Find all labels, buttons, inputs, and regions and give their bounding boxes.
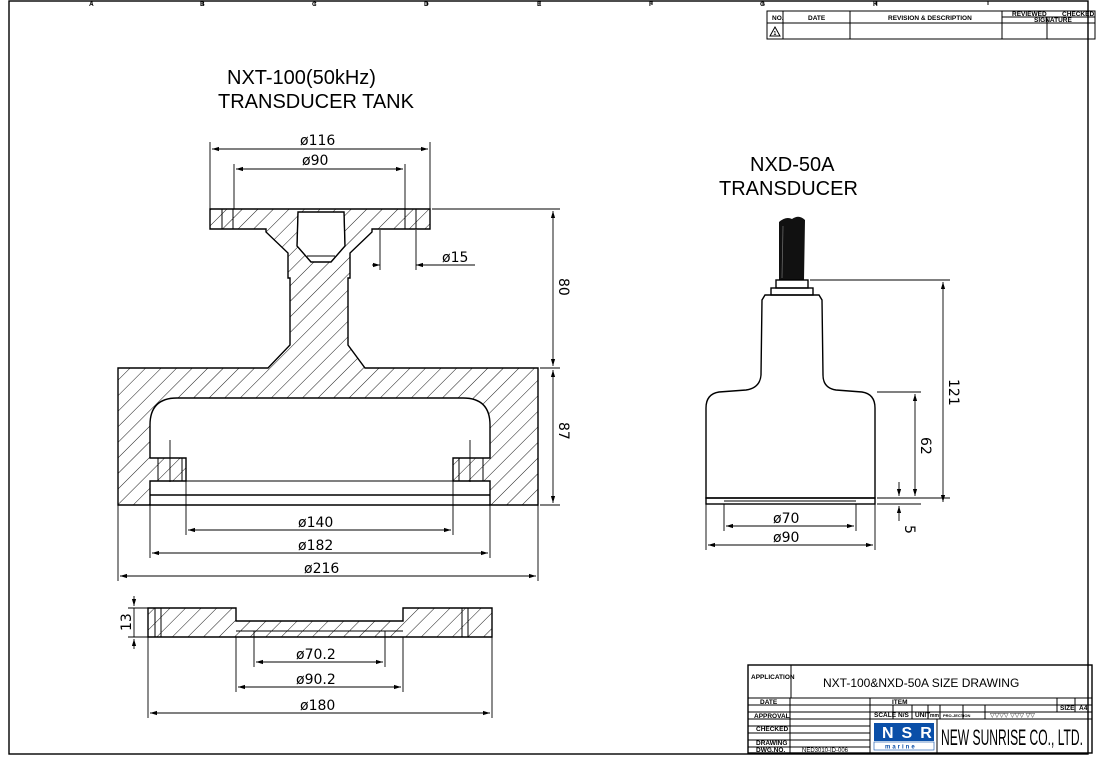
dim-h5: 5 (901, 525, 917, 534)
unit-value: mm (930, 713, 939, 719)
zone-letter: E (537, 1, 542, 8)
zone-letter: D (424, 1, 429, 8)
zone-letter: B (200, 1, 205, 8)
zone-letter: A (89, 1, 94, 8)
revision-mark: 1 (774, 31, 777, 37)
rev-col-description: REVISION & DESCRIPTION (888, 15, 972, 22)
dim-d70-2: ø70.2 (296, 647, 336, 663)
dim-d90: ø90 (302, 153, 328, 169)
tank-dimensions: ø116 ø90 ø15 80 87 ø140 ø182 ø216 (117, 133, 571, 581)
dim-h87: 87 (555, 422, 571, 440)
transducer-outline (705, 216, 876, 505)
size-label: SIZE (1060, 705, 1075, 712)
approval-label: APPROVAL (754, 713, 790, 720)
nsr-logo (874, 723, 934, 741)
dim-d116: ø116 (300, 133, 335, 149)
date-label: DATE (760, 699, 778, 706)
item-label: ITEM (892, 699, 908, 706)
dim-d140: ø140 (298, 515, 333, 531)
tank-title-line2: TRANSDUCER TANK (218, 91, 415, 113)
dim-h62: 62 (917, 437, 933, 455)
nsr-logo-text: NSR (882, 725, 940, 742)
flange-dimensions: 13 ø70.2 ø90.2 ø180 (119, 596, 493, 718)
revision-triangle-icon (769, 25, 781, 37)
zone-letter: F (649, 1, 653, 8)
drawing-title: NXT-100&NXD-50A SIZE DRAWING (823, 676, 1019, 690)
transducer-title-line2: TRANSDUCER (719, 178, 858, 200)
dwg-no-value: NED3010-ID-006 (802, 748, 849, 754)
dim-d70: ø70 (773, 511, 799, 527)
application-label: APPLICATION (751, 674, 795, 681)
transducer-tank-section (117, 208, 539, 506)
dim-d15: ø15 (442, 250, 468, 266)
size-value: A4 (1079, 705, 1088, 712)
unit-label: UNIT (915, 712, 930, 719)
nsr-logo-subtext: marine (885, 745, 917, 751)
title-block: APPLICATION NXT-100&NXD-50A SIZE DRAWING… (747, 664, 1093, 754)
revision-block: NO. DATE REVISION & DESCRIPTION REVIEWED… (766, 10, 1096, 40)
checked-label: CHECKED (756, 726, 788, 733)
rev-col-no: NO. (772, 15, 784, 22)
flange-plate-section (147, 607, 493, 638)
dim-h80: 80 (555, 278, 571, 296)
rev-col-signature: SIGNATURE (1034, 17, 1072, 24)
drawing-label: DRAWING (756, 740, 787, 747)
rev-col-reviewed: REVIEWED (1012, 11, 1047, 18)
zone-letter: H (873, 1, 878, 8)
dim-d216: ø216 (304, 561, 339, 577)
zone-letter: C (312, 1, 317, 8)
dim-d90-2: ø90.2 (296, 672, 336, 688)
scale-value: N/S (898, 712, 910, 719)
zone-letter: G (760, 1, 765, 8)
scale-label: SCALE (874, 712, 897, 719)
sheet-border: A B C D E F G H (8, 0, 1089, 755)
dim-d182: ø182 (298, 538, 333, 554)
transducer-dimensions: 121 62 5 ø70 ø90 (705, 279, 961, 550)
dim-h121: 121 (945, 379, 961, 406)
dim-d90-transducer: ø90 (773, 530, 799, 546)
rev-col-checked: CHECKED (1062, 11, 1094, 18)
dim-t13: 13 (119, 613, 135, 631)
rev-col-date: DATE (808, 15, 826, 22)
transducer-title-line1: NXD-50A (750, 154, 835, 176)
dwg-no-label: DWG.NO. (756, 747, 785, 754)
dim-d180: ø180 (300, 698, 335, 714)
projection-label: PRO-JECTION (943, 713, 970, 718)
finish-symbols: ▽▽▽▽ ▽▽▽ ▽▽ (990, 713, 1035, 719)
tank-title-line1: NXT-100(50kHz) (227, 67, 376, 89)
company-name: NEW SUNRISE CO., LTD. (941, 725, 1083, 750)
